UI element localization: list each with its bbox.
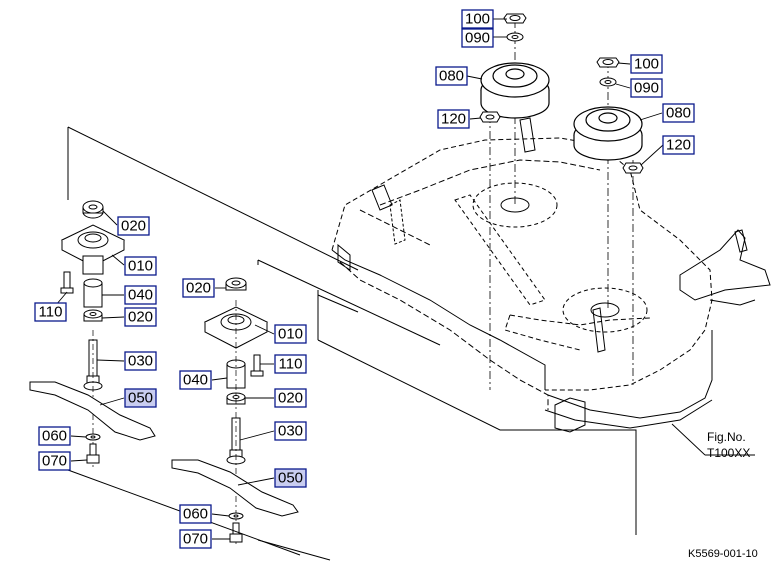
callout-label: 090 [634,79,659,96]
callout-label: 050 [128,389,153,406]
callout-label: 080 [666,104,691,121]
callout-110-left[interactable]: 110 [34,302,67,322]
callout-label: 020 [186,279,211,296]
callout-110-right[interactable]: 110 [274,354,307,374]
callout-label: 060 [183,505,208,522]
callout-020-right-bottom[interactable]: 020 [274,388,307,408]
nut-100-right [596,57,620,68]
callout-120-left[interactable]: 120 [437,109,470,129]
callout-label: 010 [128,257,153,274]
callout-010-right[interactable]: 010 [274,324,307,344]
exploded-view-frame [67,126,637,561]
callout-030-right[interactable]: 030 [274,421,307,441]
drawing-code: K5569-001-10 [688,548,758,560]
callout-080-left-pulley[interactable]: 080 [435,66,468,86]
callout-020-left-top[interactable]: 020 [117,216,150,236]
nut-100-left [503,13,527,24]
callout-label: 100 [634,55,659,72]
callout-030-left[interactable]: 030 [124,351,157,371]
nut-120-right [622,162,644,174]
callout-060-left[interactable]: 060 [38,426,71,446]
nut-120-left [479,111,501,123]
pulley-left [480,62,550,119]
callout-090-right[interactable]: 090 [630,78,663,98]
callout-label: 100 [465,10,490,27]
callout-020-right-top[interactable]: 020 [182,278,215,298]
mower-deck [331,20,771,433]
callout-label: 020 [278,389,303,406]
figure-number-label: Fig.No. [707,430,746,444]
callout-label: 040 [183,371,208,388]
callout-010-left[interactable]: 010 [124,256,157,276]
callout-label: 090 [465,29,490,46]
callout-070-right[interactable]: 070 [179,529,212,549]
callout-020-left-bottom[interactable]: 020 [124,307,157,327]
callout-070-left[interactable]: 070 [38,451,71,471]
figure-reference: Fig.No. T100XX [707,430,750,460]
callout-040-left[interactable]: 040 [124,285,157,305]
washer-090-left [506,32,524,42]
callout-label: 030 [278,422,303,439]
pulley-right [573,106,643,161]
callout-label: 110 [279,355,303,372]
callout-040-right[interactable]: 040 [179,370,212,390]
callout-label: 080 [439,67,464,84]
callout-label: 010 [278,325,303,342]
callout-label: 120 [441,110,466,127]
callout-label: 070 [42,452,67,469]
leader-lines [49,18,755,540]
callout-100-top[interactable]: 100 [461,9,494,29]
callout-090-top[interactable]: 090 [461,28,494,48]
callout-label: 040 [128,286,153,303]
callout-label: 110 [39,303,63,320]
callout-label: 020 [128,308,153,325]
callout-label: 120 [666,136,691,153]
callout-080-right-pulley[interactable]: 080 [662,103,695,123]
callout-label: 020 [121,217,146,234]
spindle-assembly-left [29,200,156,470]
callout-050-left[interactable]: 050 [124,388,157,408]
spindle-assembly-right [171,277,299,545]
callout-120-right[interactable]: 120 [662,135,695,155]
callout-060-right[interactable]: 060 [179,504,212,524]
washer-090-right [599,77,617,87]
callout-050-right[interactable]: 050 [274,468,307,488]
callout-100-right[interactable]: 100 [630,54,663,74]
figure-number-value: T100XX [707,446,750,460]
callout-label: 060 [42,427,67,444]
callout-label: 070 [183,530,208,547]
callout-label: 030 [128,352,153,369]
callout-label: 050 [278,469,303,486]
